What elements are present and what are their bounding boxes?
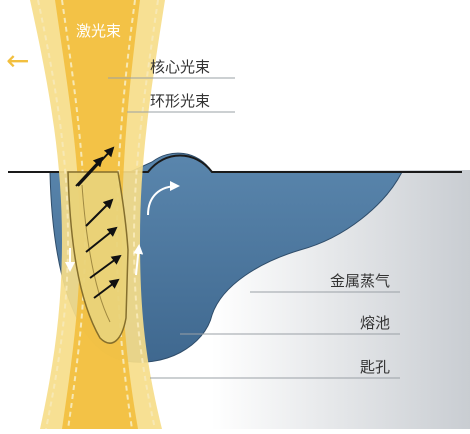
reflection-arrow bbox=[85, 226, 118, 253]
molten-pool-label: 熔池 bbox=[360, 314, 390, 332]
core-beam-label: 核心光束 bbox=[150, 58, 210, 76]
reflection-arrow bbox=[93, 278, 120, 299]
leader-lines bbox=[108, 77, 400, 379]
reflection-arrow bbox=[75, 156, 104, 187]
workpiece-surface-line bbox=[8, 154, 462, 173]
keyhole-label: 匙孔 bbox=[360, 358, 390, 376]
ring-beam-dashed-left bbox=[37, 0, 70, 430]
keyhole-shape bbox=[67, 171, 129, 344]
melt-flow-arrow bbox=[133, 244, 144, 276]
ring-beam-dashed-right bbox=[132, 0, 159, 430]
reflection-arrow bbox=[85, 198, 114, 227]
core-beam-dashed-left bbox=[61, 0, 87, 430]
metal-vapor-label: 金属蒸气 bbox=[330, 272, 390, 290]
laser-beam-label: 激光束 bbox=[76, 22, 121, 40]
core-beam-dashed-right bbox=[115, 0, 136, 430]
ring-beam-label: 环形光束 bbox=[150, 92, 210, 110]
flow-arrows bbox=[65, 181, 180, 276]
vapor-flow-arrow bbox=[147, 181, 180, 216]
welding-direction-arrow-icon: ← bbox=[6, 44, 29, 77]
reflection-arrows bbox=[75, 146, 122, 299]
reflection-arrow bbox=[89, 254, 122, 279]
keyhole-inner-wall bbox=[81, 184, 111, 323]
